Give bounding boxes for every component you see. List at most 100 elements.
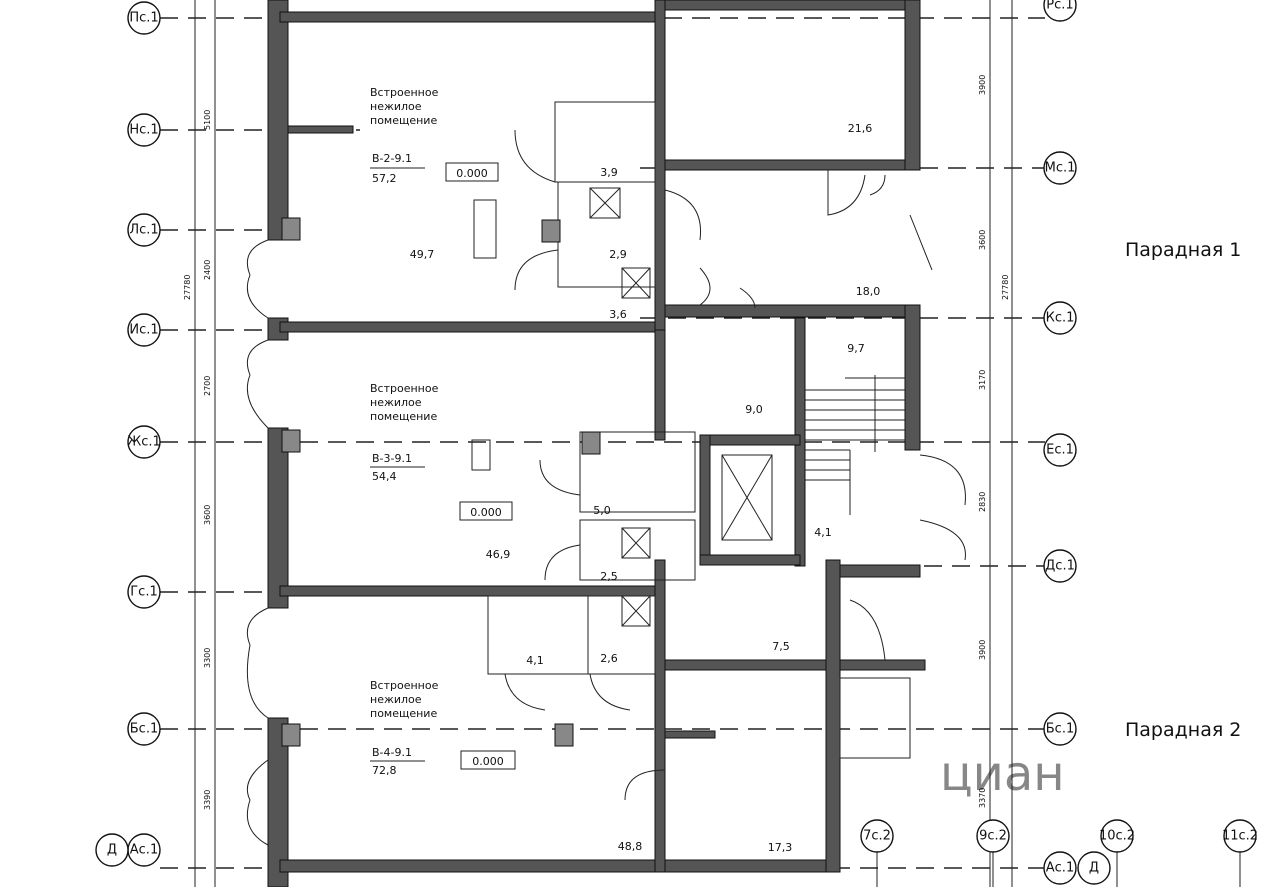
axis-bubble (1043, 151, 1077, 185)
room-area: 5,0 (593, 504, 611, 517)
room-areas: 3,9 2,9 3,6 21,6 18,0 9,7 9,0 5,0 2,5 4,… (526, 122, 880, 854)
staircase (805, 375, 905, 515)
dimension: 3300 (203, 648, 212, 668)
axis-bubble (860, 819, 894, 853)
unit-code: В-2-9.1 (372, 152, 412, 165)
axis-label: 11с.2 (1222, 829, 1258, 844)
axis-label: Кс.1 (1046, 311, 1075, 326)
axis-bubble (127, 425, 161, 459)
unit-total-area: 57,2 (372, 172, 397, 185)
unit-code: В-4-9.1 (372, 746, 412, 759)
unit-title-line: Встроенное (370, 382, 439, 395)
axis-bubble (1100, 819, 1134, 853)
dimension: 3900 (978, 640, 987, 660)
axis-label: Ис.1 (129, 323, 158, 338)
axis-bubble (127, 1, 161, 35)
watermark: циан (940, 746, 1065, 802)
axis-label: Мс.1 (1045, 161, 1076, 176)
dimension: 27780 (1001, 275, 1010, 300)
room-area: 2,6 (600, 652, 618, 665)
axis-label: Бс.1 (130, 722, 158, 737)
room-area: 18,0 (856, 285, 881, 298)
doors (246, 129, 966, 846)
entrance-label: Парадная 1 (1125, 239, 1241, 261)
room-area: 9,0 (745, 403, 763, 416)
dimension: 3370 (978, 788, 987, 808)
dimension: 5100 (203, 110, 212, 130)
axis-label: Лс.1 (129, 223, 158, 238)
marker-label: Д (1089, 861, 1099, 876)
room-area: 4,1 (526, 654, 544, 667)
axis-bubble (1043, 301, 1077, 335)
unit-code: В-3-9.1 (372, 452, 412, 465)
axis-label: Пс.1 (129, 11, 158, 26)
unit-title-line: помещение (370, 707, 437, 720)
axis-bubble (127, 113, 161, 147)
room-area: 3,9 (600, 166, 618, 179)
dimension: 3600 (203, 505, 212, 525)
room-area: 49,7 (410, 248, 435, 261)
marker-bubble (1077, 851, 1111, 885)
axis-bubble (1043, 433, 1077, 467)
unit-title-line: Встроенное (370, 679, 439, 692)
axis-label: Жс.1 (127, 435, 161, 450)
unit-total-area: 72,8 (372, 764, 397, 777)
axis-label: Нс.1 (129, 123, 158, 138)
axis-bubble (127, 712, 161, 746)
axis-label: Ес.1 (1046, 443, 1074, 458)
axis-label: Ас.1 (1046, 861, 1074, 876)
axis-bubble (127, 313, 161, 347)
axis-bubble (1223, 819, 1257, 853)
unit-level-mark: 0.000 (470, 506, 502, 519)
room-area: 2,9 (609, 248, 627, 261)
marker-bubble (95, 833, 129, 867)
dimension: 2400 (203, 260, 212, 280)
axis-bubble (1043, 712, 1077, 746)
unit-title-line: помещение (370, 114, 437, 127)
axis-bubble (127, 575, 161, 609)
axis-bubble (976, 819, 1010, 853)
unit-title-line: Встроенное (370, 86, 439, 99)
dimensions: 5100 2400 2700 27780 3600 3300 3390 3900… (183, 75, 1010, 810)
axis-bubble (1043, 0, 1077, 22)
axis-bubble (1043, 851, 1077, 885)
unit-total-area: 54,4 (372, 470, 397, 483)
unit-title-line: нежилое (370, 396, 422, 409)
entrance-label: Парадная 2 (1125, 719, 1241, 741)
room-area: 46,9 (486, 548, 511, 561)
axis-label: 10с.2 (1099, 829, 1135, 844)
axis-bubble (1043, 549, 1077, 583)
dimension: 2700 (203, 376, 212, 396)
room-area: 2,5 (600, 570, 618, 583)
axis-bubble-group: Пс.1 Нс.1 Лс.1 Ис.1 Жс.1 Гс.1 Бс.1 Ас.1 … (95, 0, 1258, 885)
dimension: 3600 (978, 230, 987, 250)
unit-level-mark: 0.000 (472, 755, 504, 768)
axis-label: 7с.2 (863, 829, 891, 844)
unit-title-line: помещение (370, 410, 437, 423)
dimension: 2830 (978, 492, 987, 512)
marker-label: Д (107, 843, 117, 858)
room-area: 9,7 (847, 342, 865, 355)
unit-3: Встроенное нежилое помещение В-4-9.1 72,… (370, 679, 642, 853)
room-area: 48,8 (618, 840, 643, 853)
unit-1: Встроенное нежилое помещение В-2-9.1 57,… (370, 86, 499, 261)
axis-label: 9с.2 (979, 829, 1007, 844)
axis-label: Бс.1 (1046, 722, 1074, 737)
room-area: 3,6 (609, 308, 627, 321)
room-area: 21,6 (848, 122, 873, 135)
unit-title-line: нежилое (370, 693, 422, 706)
room-area: 4,1 (814, 526, 832, 539)
unit-2: Встроенное нежилое помещение В-3-9.1 54,… (370, 382, 513, 561)
dimension: 3390 (203, 790, 212, 810)
unit-level-mark: 0.000 (456, 167, 488, 180)
unit-title-line: нежилое (370, 100, 422, 113)
walls (267, 0, 926, 887)
axis-label: Дс.1 (1045, 559, 1075, 574)
dimension: 3900 (978, 75, 987, 95)
axis-label: Рс.1 (1046, 0, 1073, 13)
dimension: 3170 (978, 370, 987, 390)
room-area: 17,3 (768, 841, 793, 854)
axis-label: Ас.1 (130, 843, 158, 858)
axis-label: Гс.1 (130, 585, 157, 600)
